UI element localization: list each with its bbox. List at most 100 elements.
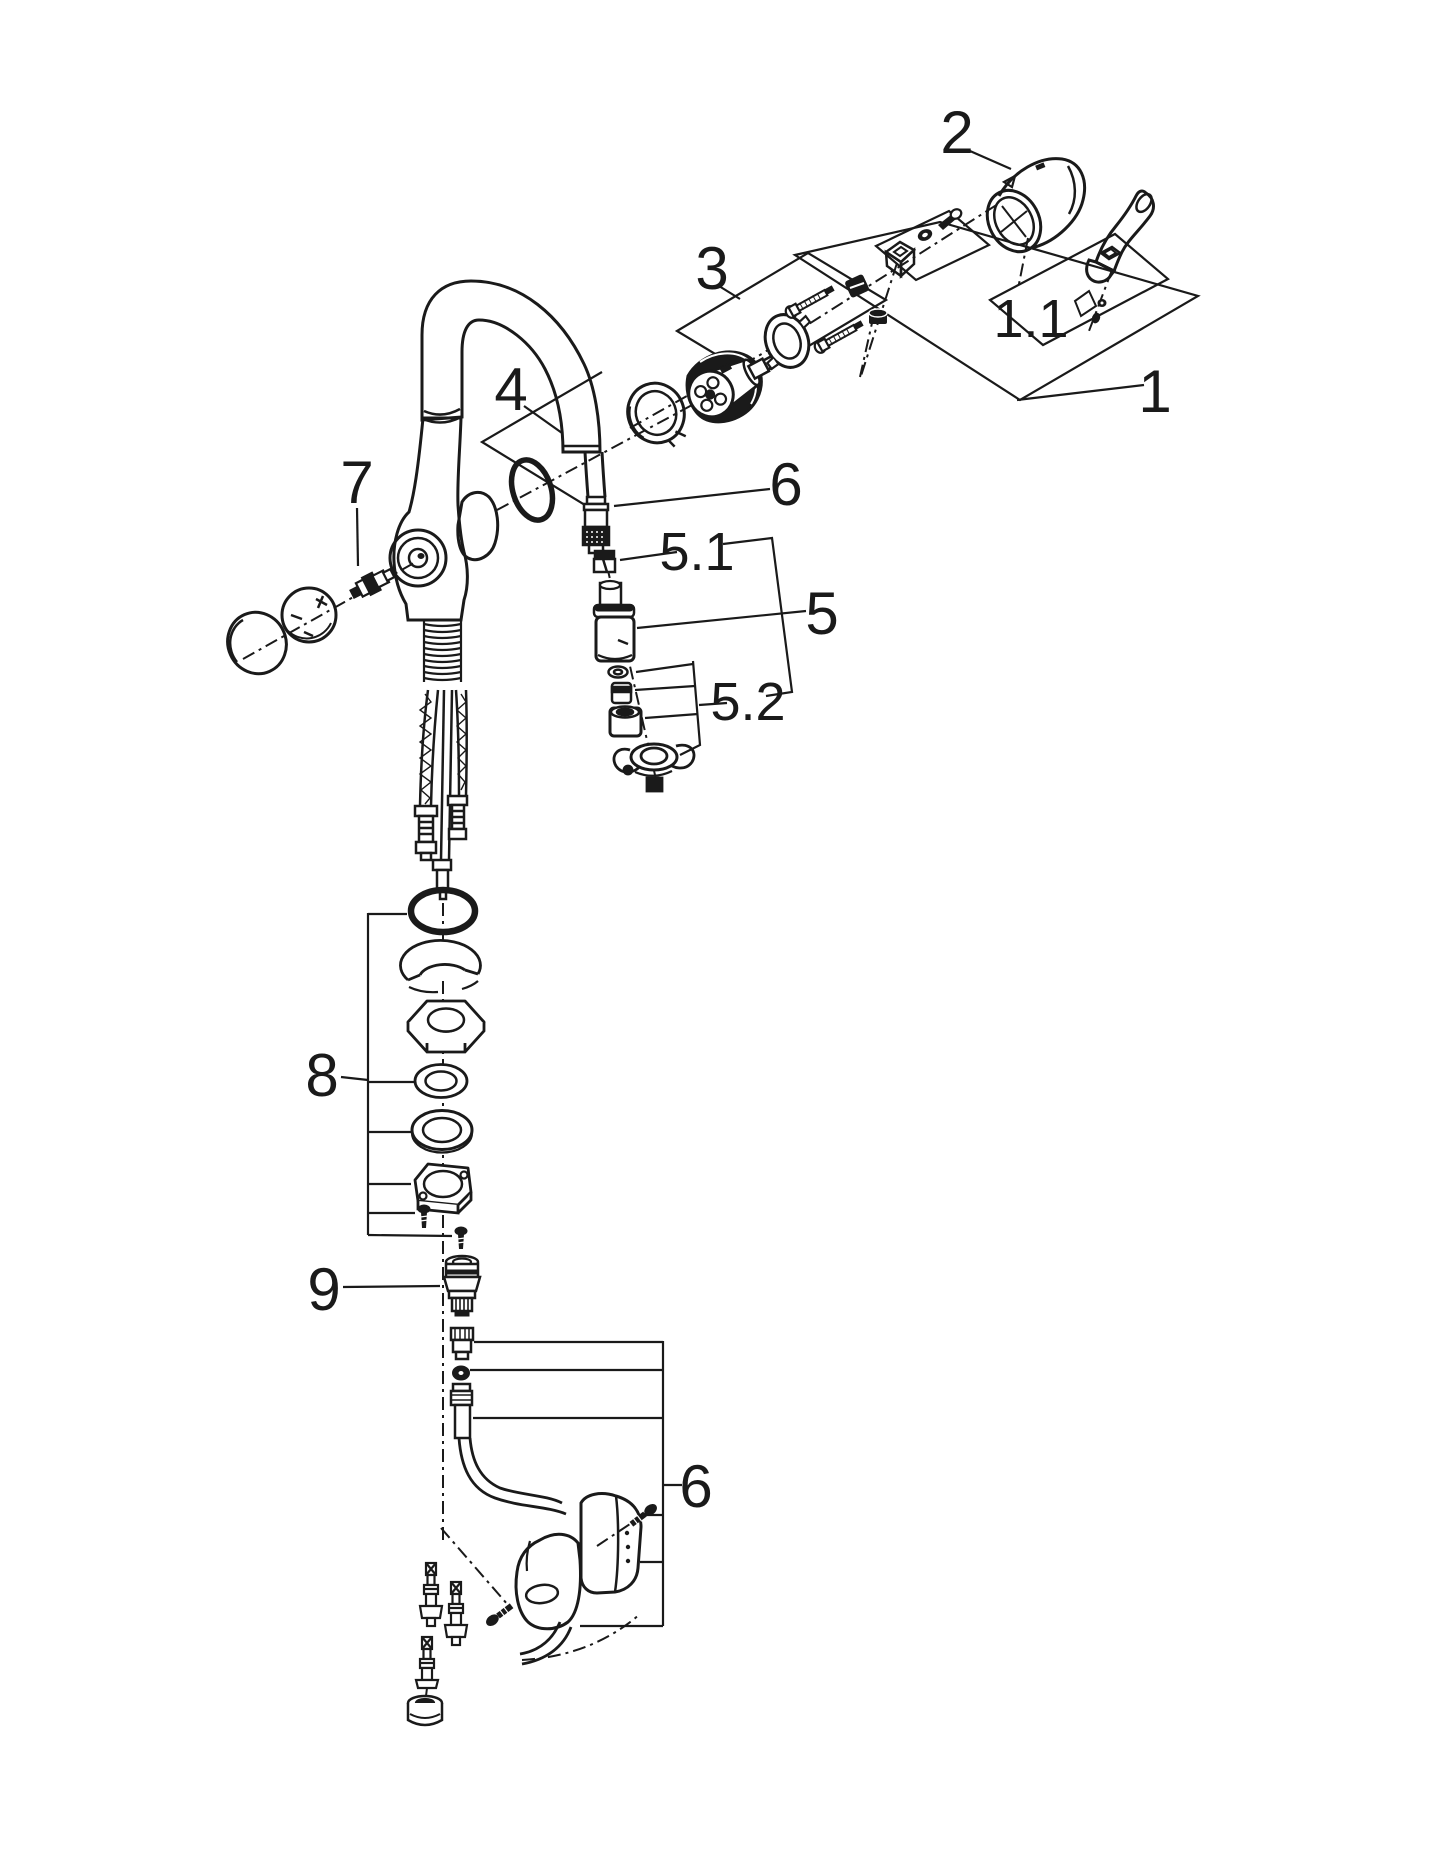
cartridge-flange — [763, 313, 812, 371]
plate-screw-1 — [417, 1204, 431, 1228]
part-6-upper-connector — [581, 451, 611, 555]
hose-left-braid — [418, 693, 433, 805]
washer-thin — [413, 1063, 469, 1099]
knob-cap — [226, 610, 288, 676]
leader-8-screw2 — [367, 1233, 453, 1238]
lever-tip — [1135, 192, 1153, 214]
leader-7 — [355, 507, 360, 567]
hose-left-fitting — [413, 804, 439, 862]
lever-screw — [1091, 312, 1101, 324]
base-o-ring — [407, 886, 479, 936]
side-boss-hole — [407, 547, 429, 569]
leader-3 — [718, 285, 741, 300]
small-screw — [938, 208, 963, 230]
callout-5: 5 — [805, 580, 838, 647]
lever-mount-cover — [456, 490, 500, 562]
leader-5-2b — [634, 684, 696, 692]
part-7-group — [226, 567, 396, 676]
hose-right-edge2 — [464, 689, 468, 797]
hose-adapter-set — [449, 1326, 475, 1440]
part-6-lower-group — [457, 1437, 657, 1666]
cap-inner-ribs — [1000, 205, 1028, 238]
cap-opening — [985, 188, 1043, 254]
washer-thick — [410, 1109, 474, 1154]
cartridge-screw-2 — [813, 320, 864, 354]
weight-front-shell — [514, 1532, 582, 1631]
axis-weight-screw-b — [440, 1527, 509, 1606]
cap-slot — [1035, 162, 1046, 171]
part-5-2-set — [607, 665, 643, 738]
plane-group-4-corner — [479, 371, 603, 514]
c-spacer — [399, 938, 482, 994]
leader-5-1 — [619, 550, 678, 562]
part-5-group — [592, 549, 696, 793]
hose-down-1 — [583, 451, 590, 498]
lever-washer-hole — [1100, 301, 1104, 305]
cap-opening-inner — [992, 196, 1036, 246]
callout-2: 2 — [940, 99, 973, 166]
mounting-wing-nut — [612, 742, 696, 793]
square-block — [883, 240, 917, 279]
part-5-spray-head — [592, 579, 636, 663]
hose-curve-inner — [468, 1437, 563, 1505]
callout-labels: 2 3 1.1 1 4 7 6 5.1 5 5.2 8 9 6 — [305, 99, 1171, 1520]
leader-5-2-text — [698, 701, 728, 707]
cap-highlight — [1066, 165, 1077, 215]
body-neck — [392, 416, 469, 622]
weight-screw-b — [486, 1603, 514, 1627]
callout-1: 1 — [1138, 358, 1171, 425]
leader-1 — [1016, 383, 1145, 402]
axis-hose-under-weight — [521, 1613, 641, 1661]
hose-left-edge — [418, 689, 430, 807]
axis-nut-v1 — [859, 313, 875, 378]
side-boss-ring — [396, 536, 440, 580]
side-boss-outer — [388, 528, 448, 588]
lever-hub — [1085, 258, 1117, 284]
cap-body — [997, 157, 1086, 250]
check-valve-3 — [414, 1635, 440, 1690]
part-3-group — [687, 285, 864, 419]
leader-6-upper — [613, 487, 771, 508]
callout-5-2: 5.2 — [710, 672, 785, 732]
hose-right-braid — [455, 693, 468, 791]
threaded-shank — [422, 620, 463, 682]
part-2-cap — [985, 157, 1086, 254]
part-5-1-insert — [592, 549, 617, 574]
lever-plate-outline — [1073, 289, 1098, 318]
lever-square-socket — [1098, 245, 1123, 261]
leader-8-text — [340, 1075, 369, 1082]
hoses — [413, 689, 469, 901]
knob-valve — [349, 567, 396, 600]
knob-dial-marks — [290, 595, 328, 638]
cartridge-screw-1 — [784, 285, 835, 319]
hose-down-2 — [600, 451, 607, 498]
spout-o-ring — [508, 457, 556, 523]
leader-lines — [340, 149, 1145, 1628]
hose-mid-edge — [439, 689, 446, 861]
bracket-5-2 — [679, 660, 702, 756]
callout-5-1: 5.1 — [659, 522, 734, 582]
hose-right-fitting — [446, 794, 469, 841]
slotted-ring — [626, 381, 687, 448]
small-washer — [917, 229, 933, 241]
leader-5-2a — [635, 662, 694, 674]
round-nut — [868, 308, 888, 324]
knob-cap-rim — [228, 618, 244, 663]
faucet-body — [388, 279, 602, 901]
callout-9: 9 — [307, 1256, 340, 1323]
plane-group-1-1 — [988, 232, 1170, 347]
leader-2 — [969, 149, 1012, 171]
spout-joint-line-1 — [423, 407, 461, 416]
leader-4 — [523, 405, 563, 434]
rubber-nut-slot — [849, 282, 865, 289]
leader-5 — [636, 609, 807, 630]
callout-7: 7 — [340, 449, 373, 516]
plate-screw-2 — [454, 1226, 468, 1249]
bracket-5 — [722, 536, 794, 698]
plane-screw-set — [873, 209, 992, 282]
axis-cap — [1017, 237, 1029, 290]
hose-right-edge — [454, 689, 461, 797]
knob-dial — [280, 586, 338, 644]
weight-screw-a — [629, 1503, 657, 1527]
leader-9 — [342, 1284, 441, 1289]
